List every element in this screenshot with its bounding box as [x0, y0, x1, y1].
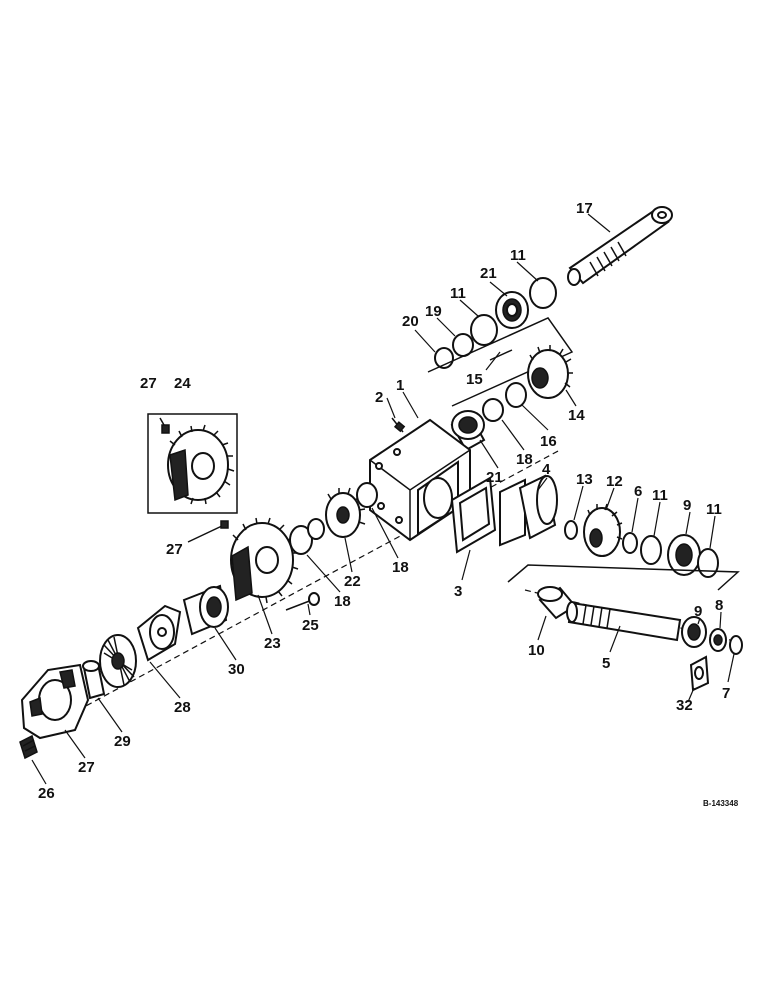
- callout-30: 29: [114, 733, 131, 750]
- part-14-gear: [527, 345, 573, 399]
- part-5-pinion-shaft: [566, 601, 682, 642]
- callout-21-b: 21: [486, 469, 503, 486]
- leader-lines: [31, 213, 735, 785]
- callout-31: 30: [228, 661, 245, 678]
- part-21-bearing-middle: [450, 410, 486, 452]
- part-21-bearing-top: [495, 291, 529, 329]
- part-27-bolt-lower: [187, 520, 229, 543]
- part-17-shaft: [567, 206, 673, 286]
- part-9-bearing-lower: [681, 616, 707, 648]
- callout-16: 16: [540, 433, 557, 450]
- part-18-washer-upper: [482, 398, 504, 422]
- callout-11-c: 11: [652, 487, 668, 504]
- callout-5: 5: [602, 655, 610, 672]
- lower-assembly-outline: [507, 564, 740, 591]
- callout-18-b: 18: [392, 559, 409, 576]
- callout-20: 20: [402, 313, 419, 330]
- part-11-snap-ring-mid: [470, 314, 498, 346]
- callout-11-d: 11: [706, 501, 722, 518]
- part-30-bushing: [82, 660, 106, 700]
- callout-24: 24: [174, 375, 191, 392]
- callout-18-a: 18: [516, 451, 533, 468]
- callout-15: 15: [466, 371, 483, 388]
- callout-21-a: 21: [480, 265, 497, 282]
- part-29-side-gear: [99, 604, 182, 688]
- callout-27-a: 27: [140, 375, 157, 392]
- callout-29: 28: [174, 699, 191, 716]
- callout-7: 7: [722, 685, 730, 702]
- callout-27-b: 27: [166, 541, 183, 558]
- part-23-sprocket: [230, 517, 299, 604]
- callout-28: 27: [78, 759, 95, 776]
- callout-12: 12: [606, 473, 623, 490]
- callout-9-b: 9: [694, 603, 702, 620]
- callout-3: 3: [454, 583, 462, 600]
- callout-17: 17: [576, 200, 593, 217]
- callout-labels: 17 11 21 11 19 20 15 14 16 18 21 2 1 3 4…: [38, 200, 739, 808]
- part-1-gearbox-housing: [369, 418, 471, 542]
- callout-19: 19: [425, 303, 442, 320]
- callout-11-b: 11: [450, 285, 466, 302]
- callout-10: 10: [528, 642, 545, 659]
- part-18-washer-center: [307, 518, 325, 540]
- part-11-snap-ring-right-b: [697, 548, 719, 578]
- part-11-snap-ring-right-a: [640, 535, 662, 565]
- part-24-sprocket: [167, 424, 235, 505]
- part-24-detail-box: [147, 413, 238, 514]
- part-32-lock-plate: [689, 655, 710, 692]
- part-28-differential-case: [20, 663, 90, 740]
- callout-13: 13: [576, 471, 593, 488]
- callout-23: 23: [264, 635, 281, 652]
- part-15-key: [489, 349, 513, 361]
- part-18-washer-housing: [356, 482, 378, 508]
- callout-2: 2: [375, 389, 383, 406]
- part-26-screw: [19, 734, 38, 760]
- center-axis-line: [59, 449, 561, 721]
- part-22-spur-gear: [325, 487, 366, 538]
- callout-26: 26: [38, 785, 55, 802]
- part-16-spacer: [505, 382, 527, 408]
- part-6-washer: [622, 532, 638, 554]
- part-2-bolt: [391, 417, 406, 433]
- callout-14: 14: [568, 407, 585, 424]
- part-27-bolt-upper: [159, 417, 170, 434]
- part-15-key-outline: [427, 317, 574, 407]
- part-3-gasket: [450, 476, 497, 554]
- part-4-adapter: [499, 474, 558, 547]
- callout-25: 25: [302, 617, 319, 634]
- part-25-pin: [285, 592, 320, 611]
- part-11-snap-ring-top: [529, 277, 557, 309]
- part-7-retaining-ring: [729, 635, 743, 655]
- callout-6: 6: [634, 483, 642, 500]
- part-8-nut: [709, 628, 727, 652]
- callout-1: 1: [396, 377, 404, 394]
- callout-8: 8: [715, 597, 723, 614]
- callout-4: 4: [542, 461, 551, 478]
- part-9-bearing: [667, 534, 701, 576]
- part-31-hub: [182, 584, 229, 636]
- part-12-bevel-gear: [583, 503, 623, 557]
- callout-32: 32: [676, 697, 693, 714]
- part-18-washer-left: [289, 525, 313, 555]
- callout-18-c: 18: [334, 593, 351, 610]
- callout-11-a: 11: [510, 247, 526, 264]
- callout-9-a: 9: [683, 497, 691, 514]
- reference-code: B-143348: [703, 799, 739, 808]
- part-13-washer: [564, 520, 578, 540]
- callout-22: 22: [344, 573, 361, 590]
